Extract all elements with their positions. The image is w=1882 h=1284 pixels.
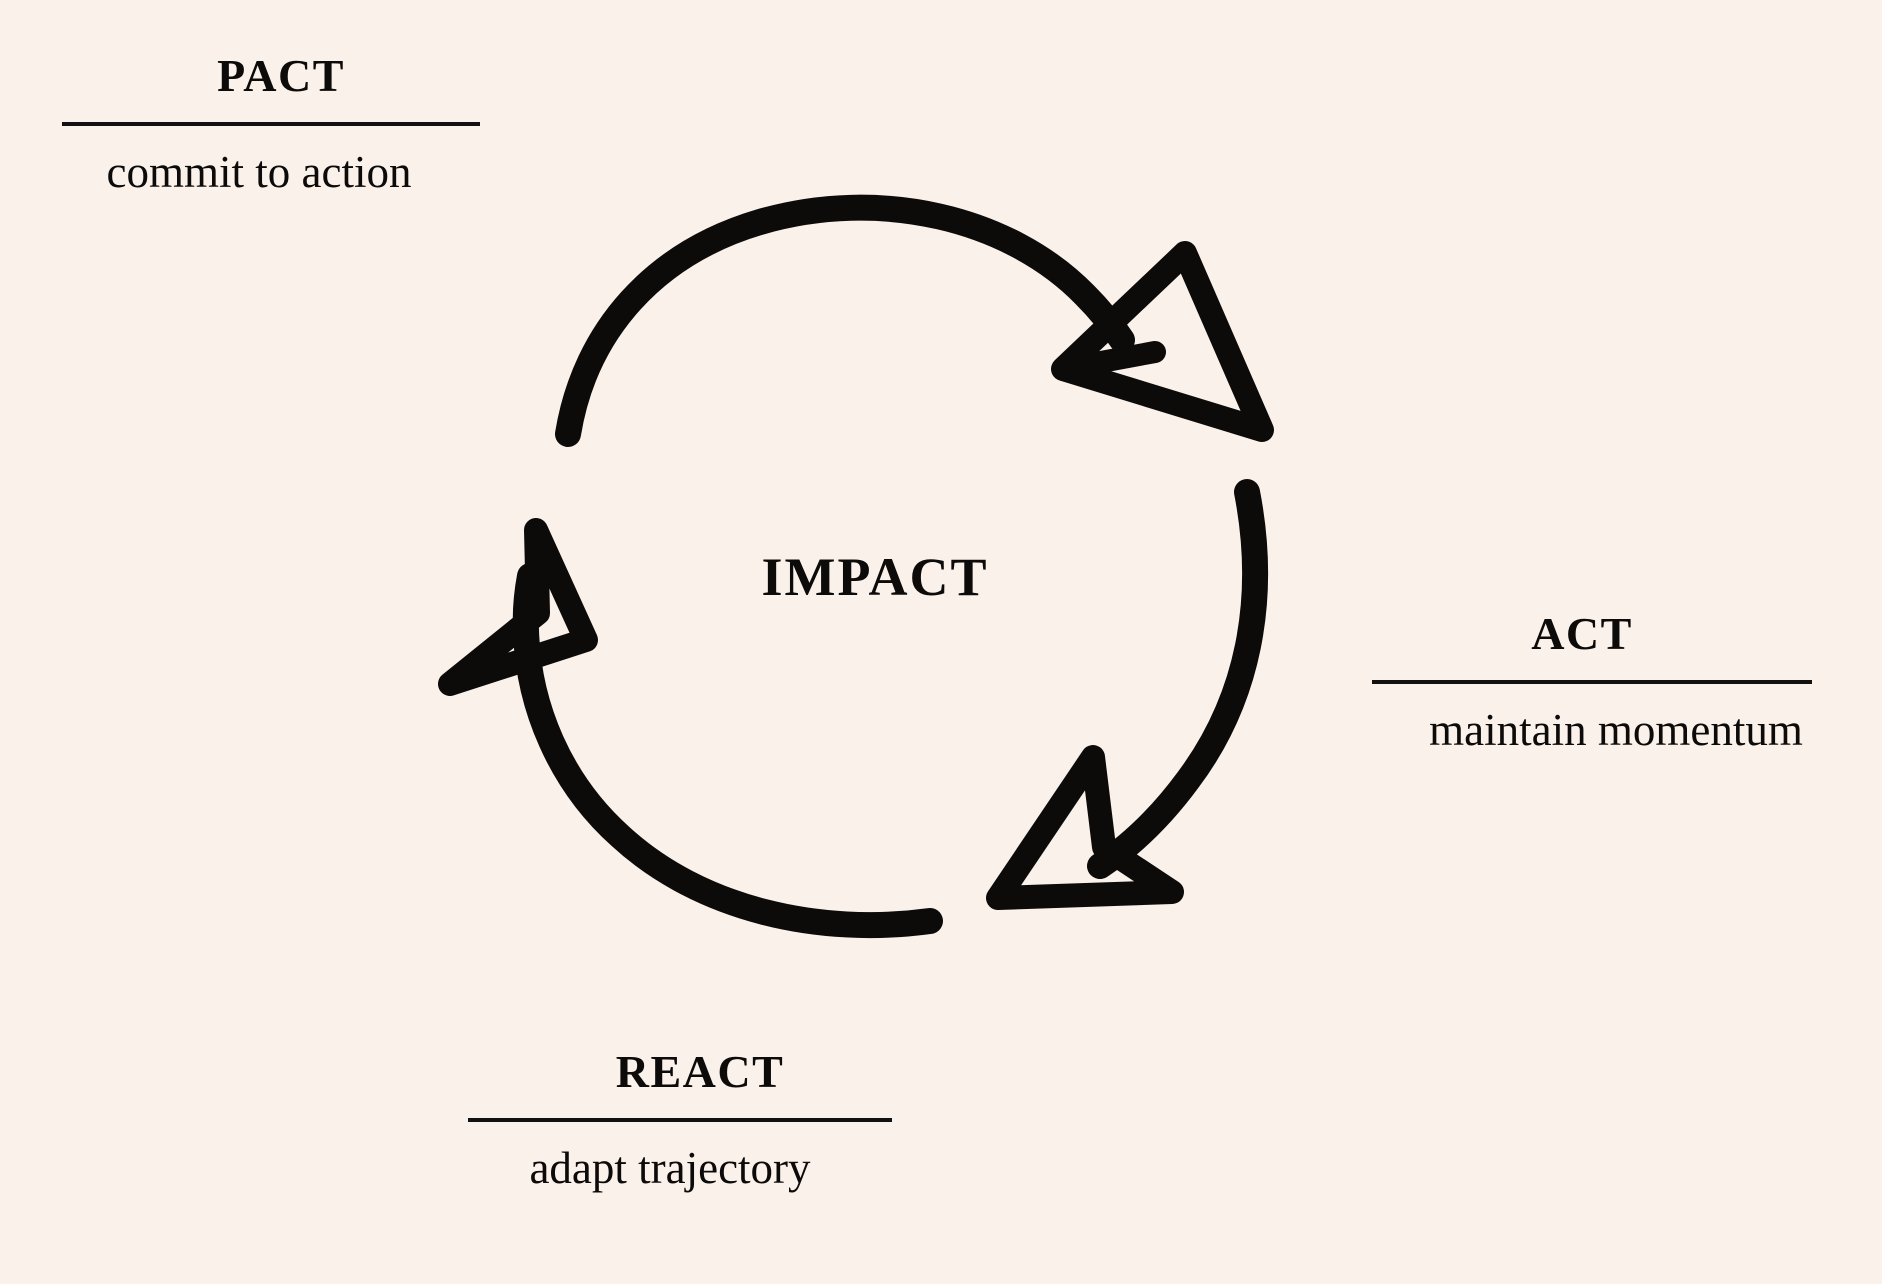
stage-rule-react — [468, 1118, 892, 1123]
stage-rule-pact — [62, 122, 480, 127]
stage-block-pact: PACT commit to action — [62, 51, 480, 198]
stage-subtitle-act: maintain momentum — [1429, 705, 1803, 756]
arc-arrow-left — [438, 518, 943, 939]
stage-rule-act — [1372, 680, 1812, 685]
stage-title-pact: PACT — [217, 50, 345, 101]
stage-block-react: REACT adapt trajectory — [468, 1047, 892, 1194]
stage-block-act: ACT maintain momentum — [1372, 609, 1812, 756]
arc-arrow-top — [555, 194, 1274, 447]
stage-title-react: REACT — [615, 1046, 785, 1097]
arc-arrow-right — [986, 479, 1269, 910]
stage-subtitle-react: adapt trajectory — [529, 1143, 811, 1194]
stage-subtitle-pact: commit to action — [106, 147, 412, 198]
stage-title-act: ACT — [1531, 608, 1633, 659]
